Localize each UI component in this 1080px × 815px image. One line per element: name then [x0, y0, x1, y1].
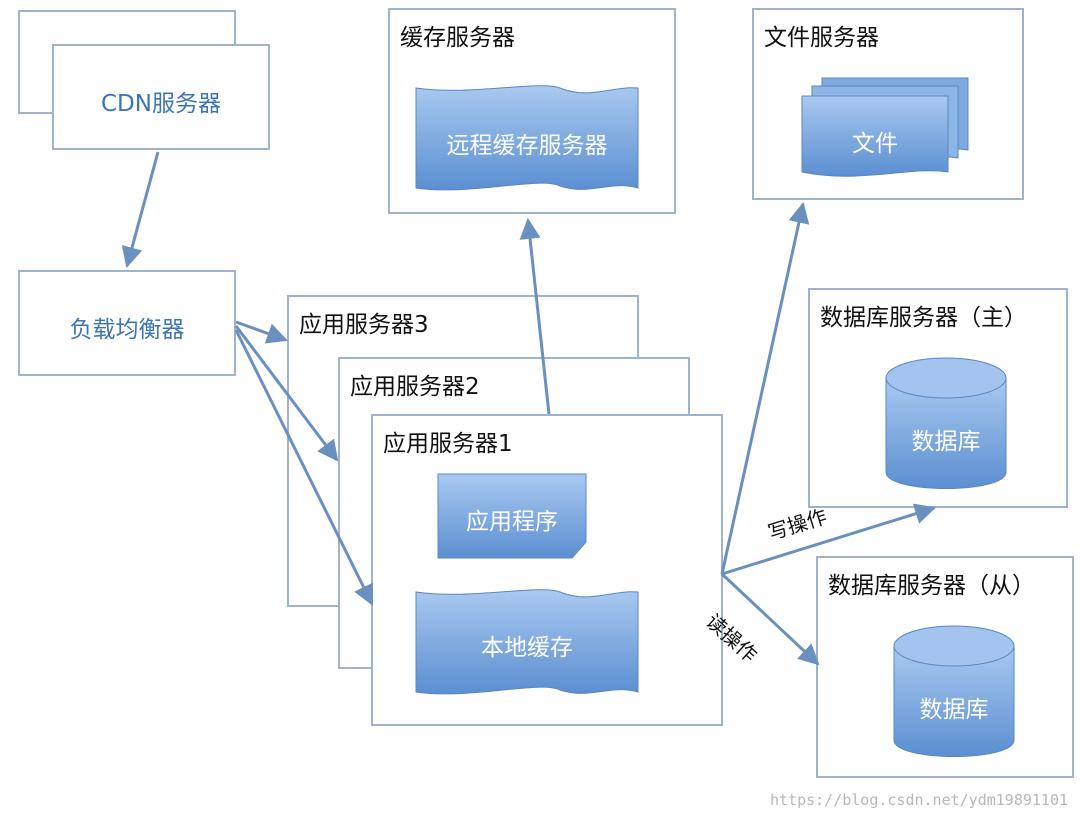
watermark: https://blog.csdn.net/ydm19891101 [769, 791, 1068, 809]
db-master-title: 数据库服务器（主） [820, 305, 1027, 331]
local-cache-shape [415, 589, 639, 695]
arrow-lb-to-app1 [234, 329, 374, 606]
arrow-lb-to-app3 [235, 320, 288, 344]
cdn-server-label: CDN服务器 [101, 91, 221, 117]
db-master-cylinder [885, 357, 1007, 489]
file-server-title: 文件服务器 [764, 25, 879, 51]
application-shape [437, 473, 587, 559]
file-shape-front [801, 95, 949, 177]
db-slave-cylinder [893, 625, 1015, 757]
arrow-cdn-to-lb [121, 151, 160, 269]
local-cache-label: 本地缓存 [481, 635, 573, 661]
db-slave-title: 数据库服务器（从） [828, 573, 1035, 599]
load-balancer: 负载均衡器 [18, 270, 236, 376]
cache-server-title: 缓存服务器 [400, 25, 515, 51]
load-balancer-label: 负载均衡器 [69, 317, 185, 343]
db-master-store-label: 数据库 [911, 429, 981, 455]
app-server-3-title: 应用服务器3 [299, 312, 429, 338]
app-server-1-title: 应用服务器1 [383, 431, 513, 457]
arrow-lb-to-app2 [234, 325, 339, 462]
app-server-2-title: 应用服务器2 [350, 374, 480, 400]
arrow-write-to-master [721, 503, 937, 576]
arrow-read-to-slave [720, 572, 820, 666]
arrow-app-to-cache [519, 217, 551, 415]
arrow-app-to-file [720, 201, 810, 575]
file-label: 文件 [852, 131, 898, 157]
db-slave-store-label: 数据库 [919, 697, 989, 723]
remote-cache-shape [415, 85, 639, 191]
cdn-server: CDN服务器 [52, 44, 270, 150]
remote-cache-label: 远程缓存服务器 [446, 133, 608, 159]
application-label: 应用程序 [466, 509, 558, 535]
